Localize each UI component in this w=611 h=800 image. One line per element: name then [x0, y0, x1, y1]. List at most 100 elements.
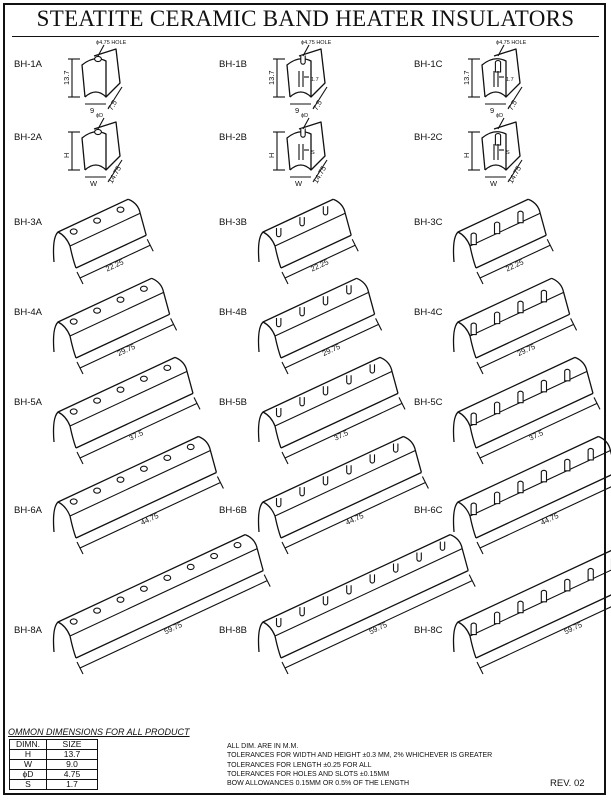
length-dimension-line	[507, 86, 523, 110]
bottom-edge	[475, 392, 594, 449]
width-value: 9	[295, 106, 299, 115]
height-value: 13.7	[62, 70, 71, 85]
length-dimension-line	[107, 86, 123, 110]
hole	[69, 318, 78, 325]
common-dimensions-heading: OMMON DIMENSIONS FOR ALL PRODUCT	[8, 727, 190, 737]
top-edge	[57, 534, 246, 623]
hole	[93, 307, 102, 314]
length-value: 29.75	[116, 342, 137, 358]
slot-value: S	[311, 150, 315, 156]
hole	[275, 408, 282, 418]
side-profile	[298, 48, 326, 98]
far-end	[527, 198, 547, 236]
part-label: BH-8C	[414, 625, 443, 636]
hole	[564, 368, 571, 382]
dimension-tick	[76, 661, 84, 675]
hole	[322, 206, 329, 216]
hole	[346, 585, 352, 595]
hole	[139, 585, 148, 592]
part-label: BH-3C	[414, 217, 443, 228]
length-value: 44.75	[539, 511, 560, 527]
far-end	[244, 534, 264, 571]
front-profile	[81, 131, 107, 171]
bottom-edge	[280, 313, 375, 359]
length-dimension-line	[479, 486, 611, 549]
front-profile	[481, 131, 507, 171]
table-row: H 13.7	[9, 749, 98, 760]
note-line: ALL DIM. ARE IN M.M.	[227, 743, 299, 750]
revision-label: REV. 02	[550, 778, 585, 789]
hole	[139, 375, 148, 382]
part-label: BH-6C	[414, 505, 443, 516]
hole	[470, 622, 477, 636]
hole	[322, 386, 329, 396]
hole	[275, 498, 282, 508]
front-edge	[469, 449, 611, 517]
table-row: S 1.7	[9, 779, 98, 790]
length-dimension-line	[312, 159, 328, 183]
part-label: BH-1A	[14, 59, 43, 70]
note-line: BOW ALLOWANCES 0.15MM OR 0.5% OF THE LEN…	[227, 780, 410, 788]
part-label: BH-2C	[414, 132, 443, 143]
end-profile	[257, 321, 282, 359]
length-dimension-line	[79, 244, 151, 279]
length-value: 59.75	[163, 620, 184, 636]
note-line: TOLERANCES FOR WIDTH AND HEIGHT ±0.3 MM,…	[227, 752, 493, 760]
hole	[392, 443, 399, 453]
top-edge	[457, 549, 611, 623]
front-edge	[69, 449, 211, 517]
dimension-tick	[421, 476, 429, 489]
height-value: H	[62, 153, 71, 158]
length-dimension-line	[312, 86, 328, 110]
top-edge	[57, 198, 129, 233]
part-label: BH-4B	[219, 307, 247, 318]
length-dimension-line	[79, 580, 268, 669]
part-label: BH-1B	[219, 59, 247, 70]
insulator-bh-5b: 37.5BH-5B	[219, 356, 406, 465]
hole	[587, 447, 594, 461]
length-dimension-line	[479, 323, 574, 369]
length-value: 7.5	[506, 98, 519, 112]
hole	[299, 487, 305, 497]
far-end	[356, 277, 376, 315]
length-dimension-line	[284, 481, 426, 549]
dimension-tick	[351, 238, 359, 252]
front-edge	[69, 291, 164, 337]
table-cell: 1.7	[46, 779, 98, 790]
end-profile	[52, 501, 77, 539]
hole	[322, 296, 329, 306]
hole	[299, 307, 305, 317]
hole	[163, 364, 172, 372]
part-label: BH-5A	[14, 397, 43, 408]
front-edge	[274, 370, 393, 427]
front-profile	[286, 58, 312, 98]
top-edge	[457, 356, 576, 413]
front-edge	[274, 291, 369, 337]
length-value: 22.25	[309, 257, 330, 273]
far-end	[151, 277, 171, 315]
bottom-edge	[75, 234, 147, 269]
hole-note: ϕD	[96, 113, 103, 119]
hole	[69, 498, 78, 505]
end-profile	[452, 411, 477, 449]
hole	[346, 285, 352, 295]
hole	[116, 476, 125, 483]
front-edge	[274, 212, 346, 247]
dimension-tick	[476, 451, 484, 465]
insulator-bh-3b: 22.25 BH-3B	[219, 198, 359, 285]
length-value: 44.75	[344, 511, 365, 527]
hole	[186, 563, 195, 571]
end-profile	[257, 231, 282, 269]
hole	[587, 567, 594, 581]
bottom-edge	[280, 234, 352, 269]
part-label: BH-3B	[219, 217, 247, 228]
width-value: 9	[90, 106, 94, 115]
length-dimension-line	[284, 323, 379, 369]
length-dimension-line	[107, 159, 123, 183]
dimension-tick	[570, 318, 578, 331]
length-value: 37.5	[128, 428, 145, 442]
width-value: W	[90, 179, 98, 188]
